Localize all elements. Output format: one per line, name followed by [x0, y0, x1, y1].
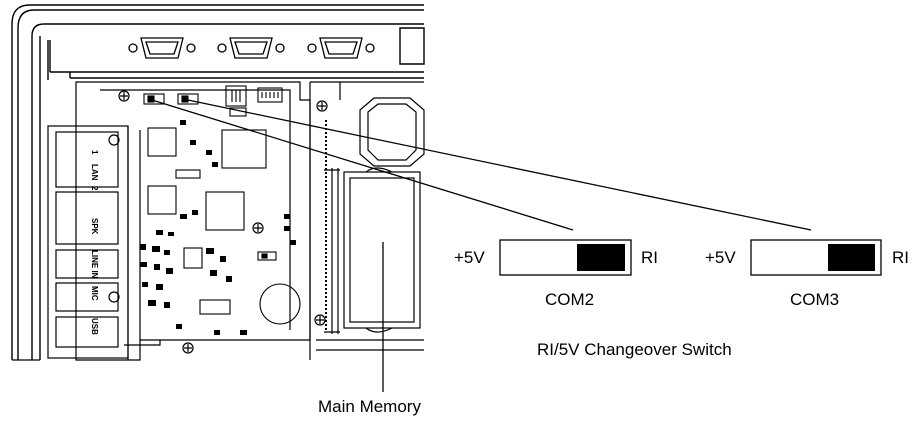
- io-panel: [47, 125, 141, 360]
- chassis-rail: [39, 36, 49, 360]
- com2-name: COM2: [545, 290, 595, 309]
- com3-name: COM3: [790, 290, 840, 309]
- line-in-label: LINE IN: [90, 250, 99, 279]
- serial-connectors: [128, 37, 375, 59]
- memory-clip: [365, 167, 393, 333]
- mic-label: MIC: [90, 286, 99, 301]
- screw: [252, 222, 264, 234]
- bracket-corner: [399, 27, 425, 65]
- memory-module: [343, 171, 421, 329]
- memory-label: Main Memory: [318, 397, 421, 416]
- screw: [182, 342, 194, 354]
- memory-bay: [309, 81, 424, 360]
- chassis-frame: [11, 4, 424, 360]
- motherboard-edge: [100, 89, 291, 330]
- com2-left-label: +5V: [454, 248, 485, 267]
- board-components: [147, 85, 301, 325]
- lan-port-1-label: 1: [90, 150, 99, 155]
- chassis-frame-inner: [17, 9, 424, 360]
- cpu-package: [359, 97, 425, 167]
- serial-connector: [128, 37, 196, 59]
- motherboard-outline: [75, 81, 311, 361]
- com2-switch-knob: [577, 244, 625, 271]
- cpu-package-inner: [367, 103, 417, 161]
- memory-module-inner: [349, 177, 415, 323]
- lan-port-2-label: 2: [90, 186, 99, 191]
- com2-leader-line: [151, 99, 574, 231]
- com3-switch-knob: [828, 244, 875, 271]
- usb-label: USB: [90, 318, 99, 335]
- chassis-frame-inner-2: [31, 23, 424, 360]
- switch-caption: RI/5V Changeover Switch: [537, 340, 732, 359]
- io-labels: 1 LAN 2 SPK LINE IN MIC USB: [90, 150, 99, 335]
- com2-switch: [499, 239, 632, 276]
- screw: [118, 90, 130, 102]
- connector-bracket: [49, 40, 424, 79]
- com2-right-label: RI: [641, 248, 658, 267]
- com3-left-label: +5V: [705, 248, 736, 267]
- memory-socket: [324, 168, 340, 334]
- screw: [316, 100, 328, 112]
- smd-parts: [140, 120, 296, 335]
- com3-leader-line: [187, 99, 812, 231]
- spk-label: SPK: [90, 218, 99, 235]
- board-switches: [143, 93, 277, 261]
- com3-switch: [750, 239, 882, 276]
- memory-bay-edge: [316, 339, 424, 351]
- leader-lines: [151, 99, 812, 392]
- lan-label: LAN: [90, 164, 99, 181]
- bottom-edge: [12, 340, 161, 361]
- serial-connector: [307, 37, 375, 59]
- com3-right-label: RI: [892, 248, 909, 267]
- screw: [314, 314, 326, 326]
- screws: [118, 90, 328, 354]
- serial-connector: [217, 37, 285, 59]
